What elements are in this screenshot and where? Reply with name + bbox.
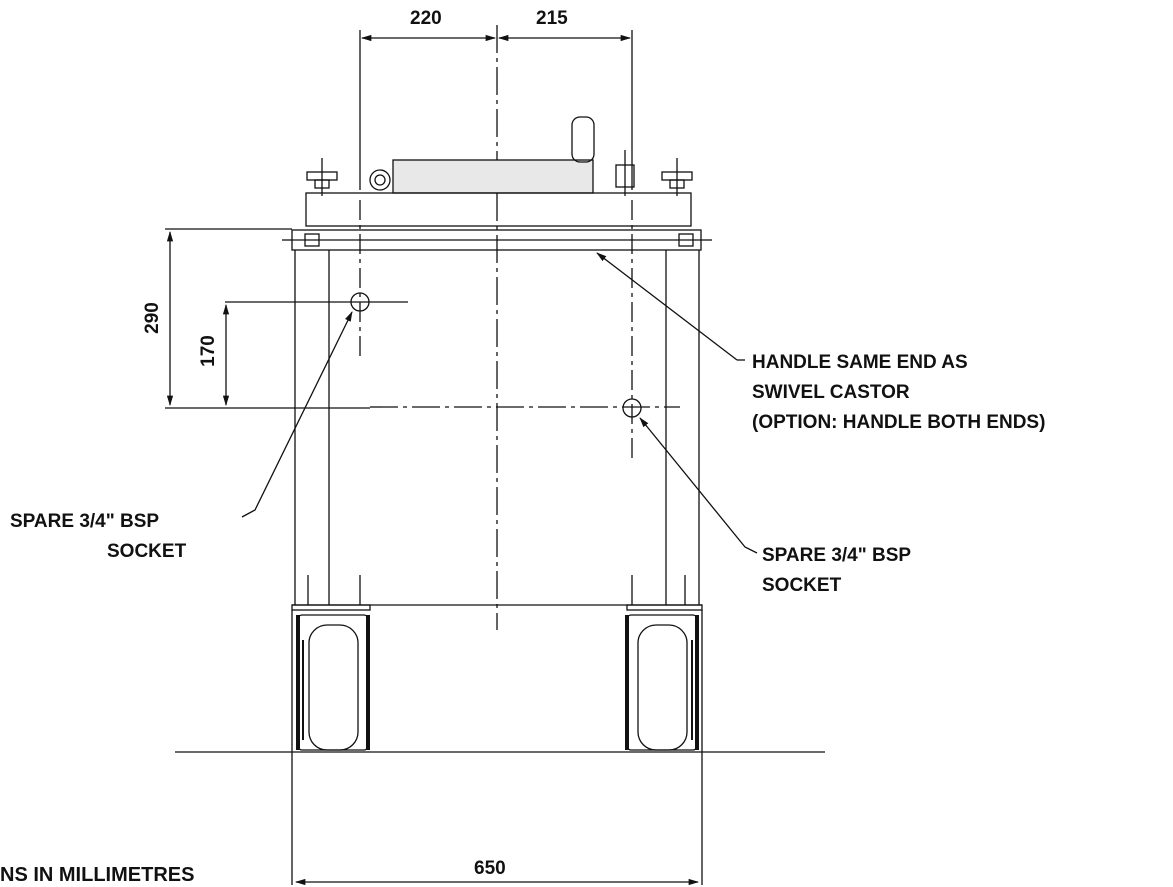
bolt-left xyxy=(306,158,338,196)
units-note: NS IN MILLIMETRES xyxy=(0,864,195,886)
top-frame xyxy=(305,192,692,227)
leader-socket-right xyxy=(639,417,758,554)
bolt-mid-right xyxy=(615,150,635,196)
dimension-220: 220 xyxy=(410,8,442,29)
pipe-end-fitting xyxy=(369,169,391,191)
handle-callout-line-2: SWIVEL CASTOR xyxy=(752,382,910,403)
pipe-riser xyxy=(571,116,595,163)
dimension-290: 290 xyxy=(141,302,163,334)
handle-callout-line-1: HANDLE SAME END AS xyxy=(752,352,968,373)
socket-right-callout-line-2: SOCKET xyxy=(762,575,842,596)
socket-right-callout-line-1: SPARE 3/4" BSP xyxy=(762,545,912,566)
socket-left-callout-line-1: SPARE 3/4" BSP xyxy=(10,511,160,532)
socket-right xyxy=(622,398,642,418)
socket-left-callout-line-2: SOCKET xyxy=(107,541,187,562)
top-pipe xyxy=(392,159,594,194)
dimension-170: 170 xyxy=(197,335,219,367)
leader-socket-left xyxy=(241,311,353,518)
dimension-650: 650 xyxy=(474,858,506,879)
leader-handle xyxy=(596,252,738,361)
handle-callout-line-3: (OPTION: HANDLE BOTH ENDS) xyxy=(752,412,1046,433)
castor-right xyxy=(625,614,699,751)
castor-left xyxy=(296,614,370,751)
bolt-right xyxy=(661,158,693,196)
dimension-215: 215 xyxy=(536,8,568,29)
